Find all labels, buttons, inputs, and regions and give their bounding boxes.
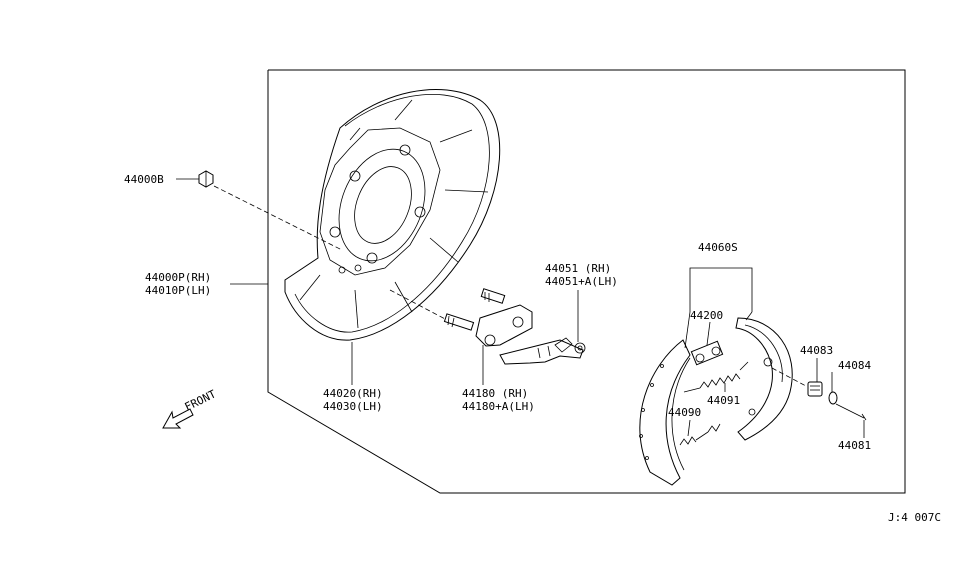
pin-alignment-line [771,367,807,387]
label-44180a: 44180+A(LH) [462,400,535,413]
backing-plate [284,89,501,341]
label-44091: 44091 [707,394,740,407]
adjuster-lever [499,337,586,365]
drawing-code: J:4 007C [888,511,941,524]
label-44060s: 44060S [698,241,738,254]
label-44081: 44081 [838,439,871,452]
label-44020: 44020(RH) [323,387,383,400]
plate-to-bracket-line [389,289,448,321]
label-44180: 44180 (RH) [462,387,528,400]
return-spring [679,423,721,446]
hold-down-pin [835,403,867,421]
label-44083: 44083 [800,344,833,357]
wheel-cylinder [690,340,724,366]
brake-shoe-right [735,317,793,441]
bolt [198,170,214,188]
adjuster-bracket [443,288,533,347]
hold-down-spring [807,381,823,397]
label-44051: 44051 (RH) [545,262,611,275]
label-44051a: 44051+A(LH) [545,275,618,288]
brake-shoe-left [639,339,691,486]
label-44200: 44200 [690,309,723,322]
front-arrow-icon [162,408,194,429]
label-44000p: 44000P(RH) [145,271,211,284]
hold-down-cup [828,391,838,405]
adjuster-spring [683,361,749,393]
label-44010p: 44010P(LH) [145,284,211,297]
label-44000b: 44000B [124,173,164,186]
label-44084: 44084 [838,359,871,372]
label-44090: 44090 [668,406,701,419]
label-44030: 44030(LH) [323,400,383,413]
leader-lines [176,178,865,438]
front-label: FRONT [183,387,219,413]
panel-frame [267,69,906,494]
